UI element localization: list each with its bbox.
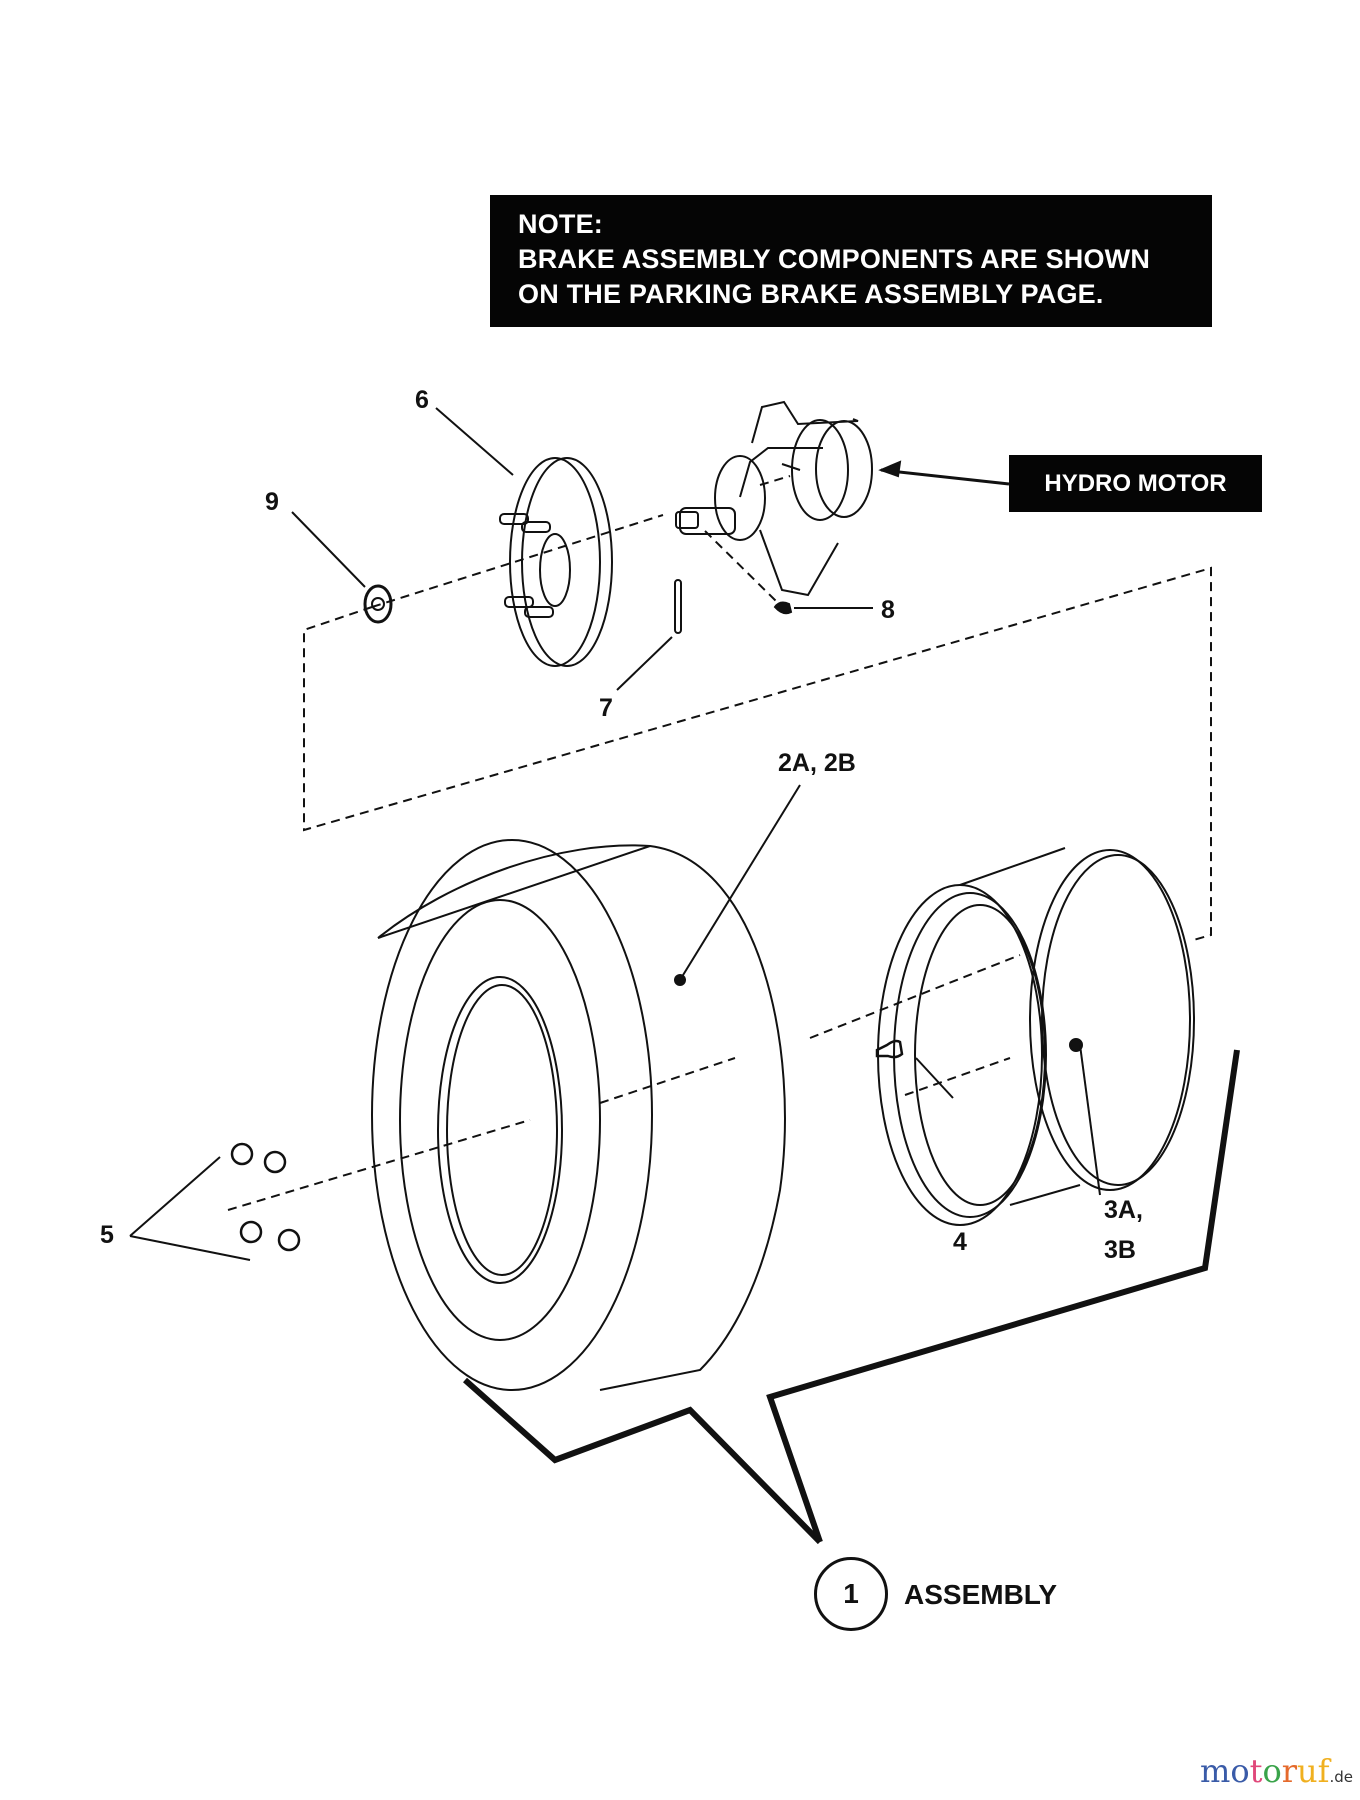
- watermark-letter: m: [1200, 1752, 1231, 1790]
- callout-3b: 3B: [1104, 1236, 1136, 1264]
- valve-stem-part-4: [875, 1039, 904, 1059]
- callout-7: 7: [599, 694, 613, 722]
- watermark-letter: r: [1281, 1752, 1298, 1790]
- watermark-letter: o: [1262, 1752, 1282, 1790]
- leader-lines: [129, 407, 1101, 1261]
- note-line-1: BRAKE ASSEMBLY COMPONENTS ARE SHOWN: [518, 244, 1151, 274]
- watermark-letter: t: [1249, 1752, 1263, 1790]
- callout-3a-3b: 3A, 3B: [1104, 1190, 1143, 1270]
- note-line-2: ON THE PARKING BRAKE ASSEMBLY PAGE.: [518, 279, 1104, 309]
- dashed-assembly-guide: [227, 475, 1212, 1211]
- watermark-logo: motoruf.de: [1200, 1755, 1353, 1787]
- callout-4: 4: [953, 1228, 967, 1256]
- assembly-bracket: [463, 1049, 1240, 1545]
- callout-2a-2b: 2A, 2B: [778, 749, 856, 777]
- callout-6: 6: [415, 386, 429, 414]
- lug-nuts-part-5: [230, 1142, 301, 1252]
- callout-3a: 3A,: [1104, 1196, 1143, 1224]
- watermark-tld: .de: [1329, 1768, 1354, 1786]
- shaft-key-part-8: [773, 601, 793, 615]
- watermark-text: motoruf: [1200, 1752, 1329, 1790]
- tire-part-2: [371, 839, 786, 1391]
- hydro-motor-label: HYDRO MOTOR: [1009, 455, 1262, 512]
- wheel-hub-part-6: [499, 457, 613, 667]
- watermark-letter: o: [1230, 1752, 1250, 1790]
- watermark-letter: f: [1317, 1752, 1330, 1790]
- cotter-pin-part-7: [674, 579, 682, 634]
- wheel-rim-part-3: [877, 847, 1195, 1226]
- callout-8: 8: [881, 596, 895, 624]
- hydro-motor: [675, 400, 1010, 597]
- callout-5: 5: [100, 1221, 114, 1249]
- watermark-letter: u: [1297, 1752, 1318, 1790]
- assembly-number-circle: 1: [814, 1557, 888, 1631]
- note-box: NOTE: BRAKE ASSEMBLY COMPONENTS ARE SHOW…: [490, 195, 1212, 327]
- assembly-label: ASSEMBLY: [904, 1579, 1058, 1610]
- note-heading: NOTE:: [518, 209, 603, 239]
- callout-9: 9: [265, 488, 279, 516]
- hub-nut-part-9: [363, 584, 393, 624]
